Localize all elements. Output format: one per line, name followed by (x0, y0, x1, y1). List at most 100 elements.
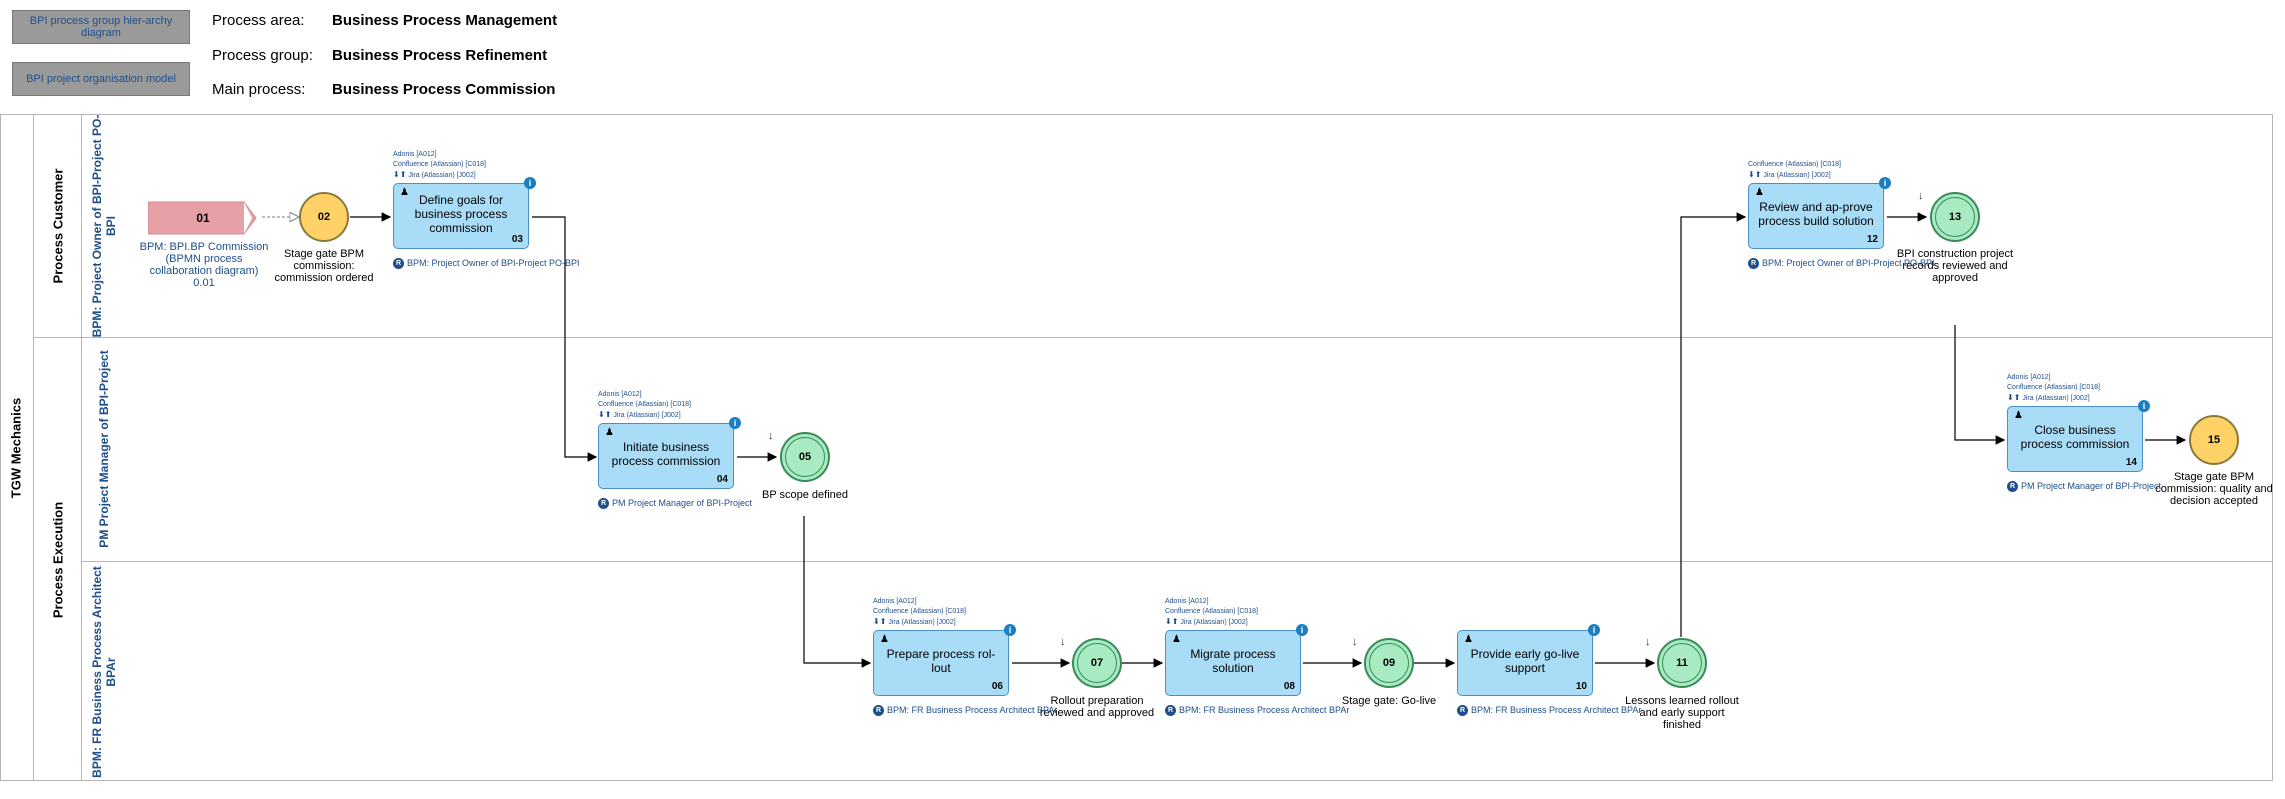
start-event-label: BPM: BPI.BP Commission (BPMN process col… (139, 241, 269, 289)
task-03-num: 03 (511, 234, 523, 245)
event-13[interactable]: 13 (1930, 192, 1980, 242)
tool-jira-row: ⬇⬆ Jira (Atlassian) [J002] (1165, 617, 1258, 628)
hierarchy-diagram-button[interactable]: BPI process group hier-archy diagram (12, 10, 190, 44)
info-icon[interactable]: i (1004, 624, 1016, 636)
role-badge-icon: R (1457, 705, 1468, 717)
tool-jira-row: ⬇⬆ Jira (Atlassian) [J002] (2007, 393, 2100, 404)
event-02[interactable]: 02 (299, 192, 349, 242)
task-10[interactable]: ♟ Provide early go-live support 10 (1457, 630, 1593, 696)
info-icon[interactable]: i (1588, 624, 1600, 636)
task-08-tools: Adonis [A012] Confluence (Atlassian) [C0… (1165, 597, 1258, 628)
down-arrow-icon: ↓ (1060, 636, 1066, 648)
task-10-label: Provide early go-live support (1470, 647, 1580, 675)
person-icon: ♟ (400, 187, 409, 198)
tool-jira-row: ⬇⬆ Jira (Atlassian) [J002] (1748, 170, 1841, 181)
task-10-role-text: BPM: FR Business Process Architect BPAr (1471, 705, 1642, 715)
event-07-label: Rollout preparation reviewed and approve… (1039, 695, 1155, 719)
tool-confluence[interactable]: Confluence (Atlassian) [C018] (393, 161, 486, 168)
tool-jira[interactable]: Jira (Atlassian) [J002] (408, 172, 476, 179)
task-14-tools: Adonis [A012] Confluence (Atlassian) [C0… (2007, 373, 2100, 404)
task-04[interactable]: ♟ Initiate business process commission 0… (598, 423, 734, 489)
person-icon: ♟ (605, 427, 614, 438)
event-15-label: Stage gate BPM commission: quality and d… (2155, 471, 2273, 507)
lane-separator-1 (33, 337, 2273, 338)
event-11-label: Lessons learned rollout and early suppor… (1625, 695, 1739, 731)
role-title-bpar: BPM: FR Business Process Architect BPAr (90, 566, 118, 778)
event-07[interactable]: 07 (1072, 638, 1122, 688)
tool-confluence[interactable]: Confluence (Atlassian) [C018] (598, 401, 691, 408)
event-11[interactable]: 11 (1657, 638, 1707, 688)
info-icon[interactable]: i (729, 417, 741, 429)
org-model-button[interactable]: BPI project organisation model (12, 62, 190, 96)
person-icon: ♟ (1172, 634, 1181, 645)
tool-confluence[interactable]: Confluence (Atlassian) [C018] (873, 608, 966, 615)
info-icon[interactable]: i (524, 177, 536, 189)
info-icon[interactable]: i (1879, 177, 1891, 189)
event-05[interactable]: 05 (780, 432, 830, 482)
start-event-shape[interactable]: 01 (148, 200, 260, 236)
task-14-label: Close business process commission (2020, 423, 2130, 451)
pool-divider (33, 114, 34, 781)
role-title-line: BPM: FR Business Process Architect (90, 566, 104, 778)
down-arrow-icon: ↓ (768, 430, 774, 442)
task-06-label: Prepare process rol-lout (886, 647, 996, 675)
info-icon[interactable]: i (1296, 624, 1308, 636)
tool-jira[interactable]: Jira (Atlassian) [J002] (888, 619, 956, 626)
pool-title: TGW Mechanics (8, 397, 24, 499)
task-03[interactable]: ♟ Define goals for business process comm… (393, 183, 529, 249)
tool-jira[interactable]: Jira (Atlassian) [J002] (613, 412, 681, 419)
tool-adonis[interactable]: Adonis [A012] (598, 391, 642, 398)
tool-adonis[interactable]: Adonis [A012] (873, 598, 917, 605)
task-06[interactable]: ♟ Prepare process rol-lout 06 (873, 630, 1009, 696)
down-arrow-icon: ↓ (1645, 636, 1651, 648)
up-down-arrow-icon: ⬇⬆ (1748, 170, 1762, 179)
tool-adonis[interactable]: Adonis [A012] (1165, 598, 1209, 605)
task-12-num: 12 (1866, 234, 1878, 245)
task-04-role-text: PM Project Manager of BPI-Project (612, 498, 753, 508)
up-down-arrow-icon: ⬇⬆ (598, 410, 612, 419)
task-04-num: 04 (716, 474, 728, 485)
up-down-arrow-icon: ⬇⬆ (1165, 617, 1179, 626)
role-badge-icon: R (1165, 705, 1176, 717)
info-icon[interactable]: i (2138, 400, 2150, 412)
tool-adonis[interactable]: Adonis [A012] (2007, 374, 2051, 381)
start-event-num: 01 (196, 211, 210, 225)
event-09[interactable]: 09 (1364, 638, 1414, 688)
process-group-value: Business Process Refinement (332, 47, 548, 64)
tool-confluence[interactable]: Confluence (Atlassian) [C018] (1165, 608, 1258, 615)
person-icon: ♟ (2014, 410, 2023, 421)
process-area-label: Process area: (212, 12, 305, 29)
down-arrow-icon: ↓ (1918, 190, 1924, 202)
event-15[interactable]: 15 (2189, 415, 2239, 465)
main-process-value: Business Process Commission (332, 81, 556, 98)
role-badge-icon: R (873, 705, 884, 717)
tool-confluence[interactable]: Confluence (Atlassian) [C018] (1748, 161, 1841, 168)
task-08[interactable]: ♟ Migrate process solution 08 (1165, 630, 1301, 696)
task-12-role-text: BPM: Project Owner of BPI-Project PO-BPI (1762, 258, 1935, 268)
tool-jira[interactable]: Jira (Atlassian) [J002] (2022, 395, 2090, 402)
task-12-tools: Confluence (Atlassian) [C018] ⬇⬆ Jira (A… (1748, 160, 1841, 181)
tool-jira[interactable]: Jira (Atlassian) [J002] (1763, 172, 1831, 179)
task-14-role-text: PM Project Manager of BPI-Project (2021, 481, 2162, 491)
event-02-label: Stage gate BPM commission: commission or… (274, 248, 374, 284)
role-title-po: BPM: Project Owner of BPI-Project PO- BP… (90, 115, 118, 338)
role-badge-icon: R (1748, 258, 1759, 270)
task-12[interactable]: ♟ Review and ap-prove process build solu… (1748, 183, 1884, 249)
task-14-num: 14 (2125, 457, 2137, 468)
task-14[interactable]: ♟ Close business process commission 14 (2007, 406, 2143, 472)
up-down-arrow-icon: ⬇⬆ (2007, 393, 2021, 402)
tool-jira[interactable]: Jira (Atlassian) [J002] (1180, 619, 1248, 626)
task-03-tools: Adonis [A012] Confluence (Atlassian) [C0… (393, 150, 486, 181)
task-12-label: Review and ap-prove process build soluti… (1758, 200, 1874, 228)
tool-adonis[interactable]: Adonis [A012] (393, 151, 437, 158)
tool-confluence[interactable]: Confluence (Atlassian) [C018] (2007, 384, 2100, 391)
task-04-tools: Adonis [A012] Confluence (Atlassian) [C0… (598, 390, 691, 421)
down-arrow-icon: ↓ (1352, 636, 1358, 648)
event-09-label: Stage gate: Go-live (1341, 695, 1437, 707)
role-title-pm: PM Project Manager of BPI-Project (97, 350, 111, 547)
